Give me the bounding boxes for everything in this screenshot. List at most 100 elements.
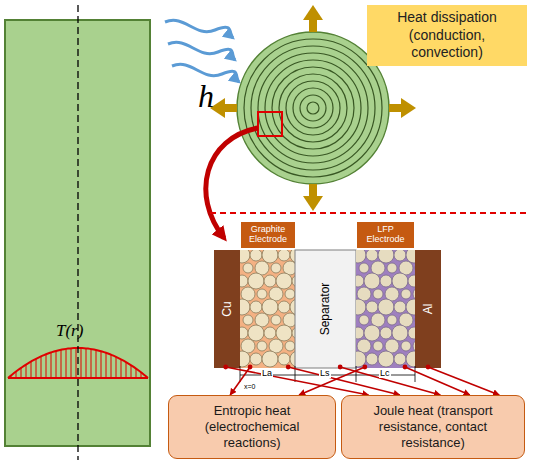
al-collector xyxy=(415,250,441,368)
hatch-stroke xyxy=(131,365,132,378)
particle xyxy=(356,250,366,263)
ring xyxy=(286,81,340,135)
heat-source-arrow xyxy=(299,367,365,395)
particle xyxy=(240,250,250,263)
particle xyxy=(243,263,253,273)
ring xyxy=(300,95,326,121)
layer-heading: Graphite Electrode xyxy=(241,222,295,248)
particle xyxy=(364,273,380,289)
dimension-label: Lc xyxy=(379,369,391,378)
particle xyxy=(240,351,250,367)
particle xyxy=(278,250,290,261)
electrode-layer: Graphite Electrode xyxy=(240,222,296,368)
particle xyxy=(380,327,392,339)
hatch-stroke xyxy=(106,353,107,378)
particle xyxy=(264,275,276,287)
note-box: Heat dissipation (conduction, convection… xyxy=(367,5,527,66)
particle xyxy=(248,325,264,341)
node-text: Separator xyxy=(318,283,332,336)
particle xyxy=(392,273,408,289)
particle xyxy=(373,341,383,351)
node-text: Cu xyxy=(220,301,234,316)
particle xyxy=(364,325,380,341)
ring xyxy=(293,88,333,128)
hatch-stroke xyxy=(51,352,52,378)
heat-source-arrow xyxy=(428,367,499,395)
particle xyxy=(356,275,364,287)
particle xyxy=(394,301,406,313)
particle xyxy=(240,327,248,339)
separator-layer xyxy=(295,250,356,368)
hatch-stroke xyxy=(121,359,122,378)
particle xyxy=(250,301,262,313)
ring xyxy=(258,53,368,163)
particle xyxy=(366,353,378,365)
ring xyxy=(307,102,319,114)
hatch-stroke xyxy=(56,351,57,378)
particle xyxy=(378,351,394,367)
particle xyxy=(408,275,415,287)
particle xyxy=(262,299,278,315)
separator-layer: Separator xyxy=(295,250,356,368)
particle xyxy=(240,275,248,287)
hatch-stroke xyxy=(71,348,72,378)
particle xyxy=(356,299,366,315)
dimension-label: La xyxy=(261,369,273,378)
ring xyxy=(272,67,354,149)
particle xyxy=(257,289,267,299)
hatch-stroke xyxy=(101,351,102,378)
particle xyxy=(248,273,264,289)
particle xyxy=(356,327,364,339)
hatch-stroke xyxy=(116,357,117,378)
electrode-layer: LFP Electrode xyxy=(356,222,415,368)
ring xyxy=(244,39,382,177)
heat-box: Joule heat (transport resistance, contac… xyxy=(341,395,525,459)
cu-collector xyxy=(214,250,240,368)
hatch-stroke xyxy=(66,349,67,378)
ring xyxy=(251,46,375,170)
particle xyxy=(356,351,366,367)
particle xyxy=(408,327,415,339)
particle xyxy=(271,315,281,325)
particle xyxy=(243,315,253,325)
heat-source-arrow xyxy=(288,367,400,395)
dimension-label: Ls xyxy=(319,369,331,378)
temperature-hatch xyxy=(11,348,141,378)
particle xyxy=(271,263,281,273)
particle xyxy=(285,289,295,299)
hatch-stroke xyxy=(126,362,127,378)
particle xyxy=(240,299,250,315)
hatch-stroke xyxy=(96,350,97,378)
particle xyxy=(290,351,295,367)
particle xyxy=(250,353,262,365)
ring xyxy=(265,60,361,156)
particle xyxy=(378,299,394,315)
node-text: Heat dissipation (conduction, convection… xyxy=(373,9,521,62)
hatch-stroke xyxy=(86,348,87,378)
particle xyxy=(257,341,267,351)
hatch-stroke xyxy=(26,365,27,378)
particle xyxy=(359,315,369,325)
ring xyxy=(279,74,347,142)
particle xyxy=(406,351,415,367)
particle xyxy=(366,301,378,313)
heat-box: Entropic heat (electrochemical reactions… xyxy=(168,395,336,459)
layer-heading: LFP Electrode xyxy=(357,222,414,248)
hatch-stroke xyxy=(21,368,22,378)
particle xyxy=(285,341,295,351)
collector-layer: Al xyxy=(415,250,441,368)
particle xyxy=(394,353,406,365)
particle xyxy=(387,315,397,325)
particle xyxy=(276,273,292,289)
hatch-stroke xyxy=(81,348,82,378)
node-text: Joule heat (transport resistance, contac… xyxy=(350,403,516,452)
temperature-label: T(r) xyxy=(56,322,83,339)
convection-arrow xyxy=(165,20,233,38)
winding-rings xyxy=(244,39,382,177)
collector-layer: Cu xyxy=(214,250,240,368)
particle xyxy=(406,299,415,315)
hatch-stroke xyxy=(46,354,47,378)
particle xyxy=(276,325,292,341)
dimension-lines xyxy=(240,366,415,382)
lfp-particles xyxy=(356,250,415,367)
